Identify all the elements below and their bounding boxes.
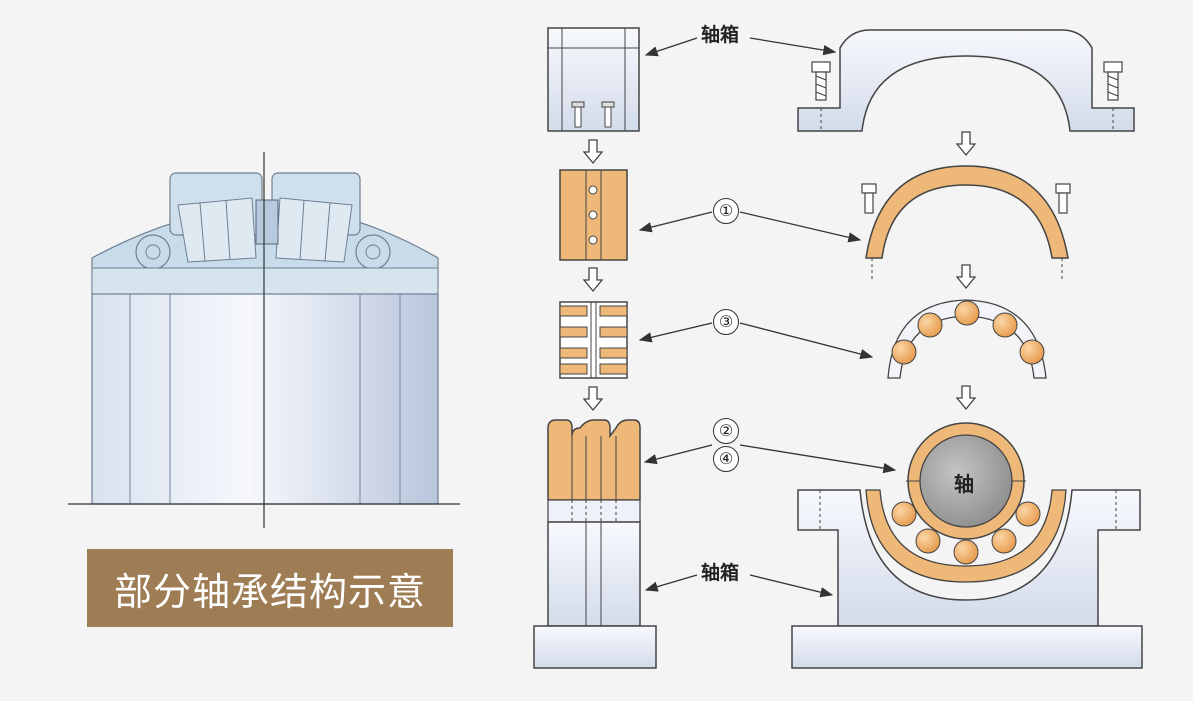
side-housing-bottom bbox=[547, 521, 641, 627]
front-view-column bbox=[791, 29, 1143, 669]
front-assembled-rollers bbox=[891, 501, 1041, 565]
front-assembled-outer-ring bbox=[865, 489, 1067, 583]
side-assembled-bearing bbox=[547, 419, 641, 523]
front-roller-cage bbox=[887, 299, 1047, 379]
front-outer-ring bbox=[865, 165, 1069, 259]
down-arrow-icon-front bbox=[955, 131, 977, 411]
side-view-column bbox=[533, 27, 657, 669]
caption-banner: 部分轴承结构示意 bbox=[87, 549, 453, 627]
cross-section-center-spacer bbox=[255, 199, 279, 245]
leader-lines bbox=[638, 37, 897, 598]
label-housing-bottom: 轴箱 bbox=[698, 562, 743, 584]
down-arrow-icon bbox=[582, 139, 604, 412]
front-housing-base bbox=[791, 625, 1143, 669]
bearing-cross-section bbox=[68, 152, 460, 528]
side-housing-base bbox=[533, 625, 657, 669]
side-roller-cage bbox=[559, 301, 628, 379]
bolt-icon bbox=[811, 61, 1123, 101]
cross-section-housing-band bbox=[91, 267, 439, 295]
callout-rollers: ③ bbox=[713, 309, 739, 335]
callout-outer-ring: ① bbox=[713, 198, 739, 224]
callout-inner-ring-alt: ④ bbox=[713, 446, 739, 472]
label-housing-top: 轴箱 bbox=[698, 24, 743, 46]
side-housing-top bbox=[547, 27, 640, 132]
front-housing-bottom bbox=[797, 489, 1141, 627]
front-housing-top bbox=[797, 29, 1135, 132]
callout-inner-ring: ② bbox=[713, 418, 739, 444]
cross-section-shaft bbox=[91, 293, 439, 505]
label-shaft: 轴 bbox=[954, 472, 974, 496]
